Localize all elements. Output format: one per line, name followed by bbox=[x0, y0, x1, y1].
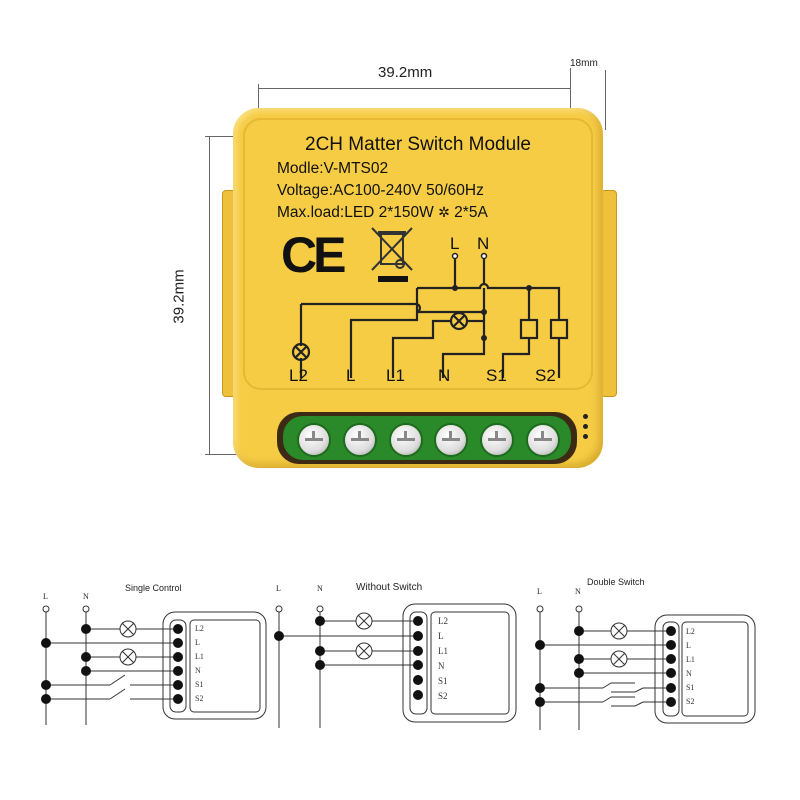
switch-module-body: 2CH Matter Switch Module Modle:V-MTS02 V… bbox=[233, 108, 603, 468]
height-dimension-label: 39.2mm bbox=[170, 269, 188, 324]
module-title: 2CH Matter Switch Module bbox=[305, 134, 531, 155]
label-panel-outline bbox=[243, 118, 593, 390]
terminal-label-N: N bbox=[438, 366, 451, 385]
width-dimension-label: 39.2mm bbox=[378, 64, 433, 81]
terminal-label: L2 bbox=[195, 624, 204, 633]
diagram-title: Double Switch bbox=[587, 577, 645, 587]
module-model: Modle:V-MTS02 bbox=[277, 160, 389, 177]
screw-terminal-L bbox=[343, 423, 377, 457]
screw-terminal-L1 bbox=[389, 423, 423, 457]
terminal-label: N bbox=[195, 666, 201, 675]
bus-label-L: L bbox=[43, 592, 48, 601]
terminal-label: L1 bbox=[438, 646, 448, 656]
width-dimension bbox=[258, 88, 571, 89]
height-tick-top bbox=[205, 136, 239, 137]
screw-terminal-N bbox=[434, 423, 468, 457]
screw-terminal-S1 bbox=[480, 423, 514, 457]
max-load-suffix: 2*5A bbox=[454, 204, 488, 221]
schematic-input-L: L bbox=[450, 234, 460, 253]
max-load-prefix: Max.load:LED 2*150W bbox=[277, 204, 434, 221]
terminal-label: S2 bbox=[195, 694, 204, 703]
terminal-label: S2 bbox=[686, 697, 695, 706]
terminal-label: L1 bbox=[195, 652, 204, 661]
single-control-wiring-lines bbox=[41, 605, 267, 725]
bus-label-N: N bbox=[83, 592, 89, 601]
terminal-label: N bbox=[438, 661, 445, 671]
depth-tick-right bbox=[605, 70, 606, 130]
indicator-led bbox=[583, 414, 588, 419]
module-max-load: Max.load:LED 2*150W ✲ 2*5A bbox=[277, 204, 488, 222]
wiring-diagram-double-switch: Double Switch L N L2 L L1 N bbox=[525, 575, 775, 730]
terminal-label: L1 bbox=[686, 655, 695, 664]
terminal-label: S1 bbox=[438, 676, 448, 686]
diagram-title: Single Control bbox=[125, 583, 182, 593]
terminal-label: N bbox=[686, 669, 692, 678]
terminal-label-S2: S2 bbox=[535, 366, 556, 385]
diagram-terminal-labels: L2 L L1 N S1 S2 bbox=[438, 614, 448, 704]
wiring-diagram-without-switch: Without Switch L N L2 L L1 N S1 S2 bbox=[268, 578, 518, 728]
terminal-label: L2 bbox=[686, 627, 695, 636]
terminal-label: L bbox=[438, 631, 444, 641]
bus-label-L: L bbox=[537, 587, 542, 596]
wiring-schematic bbox=[291, 252, 569, 378]
right-mounting-clip bbox=[601, 190, 617, 397]
without-switch-wiring-lines bbox=[274, 603, 517, 728]
diagram-terminal-labels: L2 L L1 N S1 S2 bbox=[195, 622, 204, 706]
terminal-label-L: L bbox=[346, 366, 356, 385]
terminal-label: S2 bbox=[438, 691, 448, 701]
bus-label-L: L bbox=[276, 584, 281, 593]
indicator-led bbox=[583, 424, 588, 429]
screw-terminal-L2 bbox=[297, 423, 331, 457]
weee-crossed-bin-icon bbox=[371, 227, 413, 282]
bus-label-N: N bbox=[317, 584, 323, 593]
module-voltage: Voltage:AC100-240V 50/60Hz bbox=[277, 182, 484, 199]
terminal-label-S1: S1 bbox=[486, 366, 507, 385]
depth-dimension-label: 18mm bbox=[570, 58, 598, 69]
screw-terminal-S2 bbox=[526, 423, 560, 457]
sun-icon: ✲ bbox=[438, 204, 450, 220]
terminal-label: S1 bbox=[686, 683, 695, 692]
height-tick-bottom bbox=[205, 454, 239, 455]
reset-button bbox=[583, 434, 588, 439]
schematic-input-N: N bbox=[477, 234, 490, 253]
diagram-title: Without Switch bbox=[356, 582, 423, 593]
diagram-terminal-labels: L2 L L1 N S1 S2 bbox=[686, 625, 695, 709]
terminal-label: S1 bbox=[195, 680, 204, 689]
bus-label-N: N bbox=[575, 587, 581, 596]
terminal-block-green bbox=[283, 416, 571, 460]
width-tick-right bbox=[570, 68, 571, 108]
height-dimension bbox=[209, 136, 210, 454]
terminal-label-L2: L2 bbox=[289, 366, 308, 385]
terminal-label-L1: L1 bbox=[386, 366, 405, 385]
ce-mark-icon: CE bbox=[281, 227, 346, 283]
terminal-label: L bbox=[686, 641, 691, 650]
terminal-label: L bbox=[195, 638, 200, 647]
double-switch-wiring-lines bbox=[535, 605, 756, 730]
wiring-diagram-single-control: Single Control L N L2 L L1 N bbox=[30, 580, 280, 725]
terminal-label: L2 bbox=[438, 616, 448, 626]
width-tick-left bbox=[258, 84, 259, 110]
